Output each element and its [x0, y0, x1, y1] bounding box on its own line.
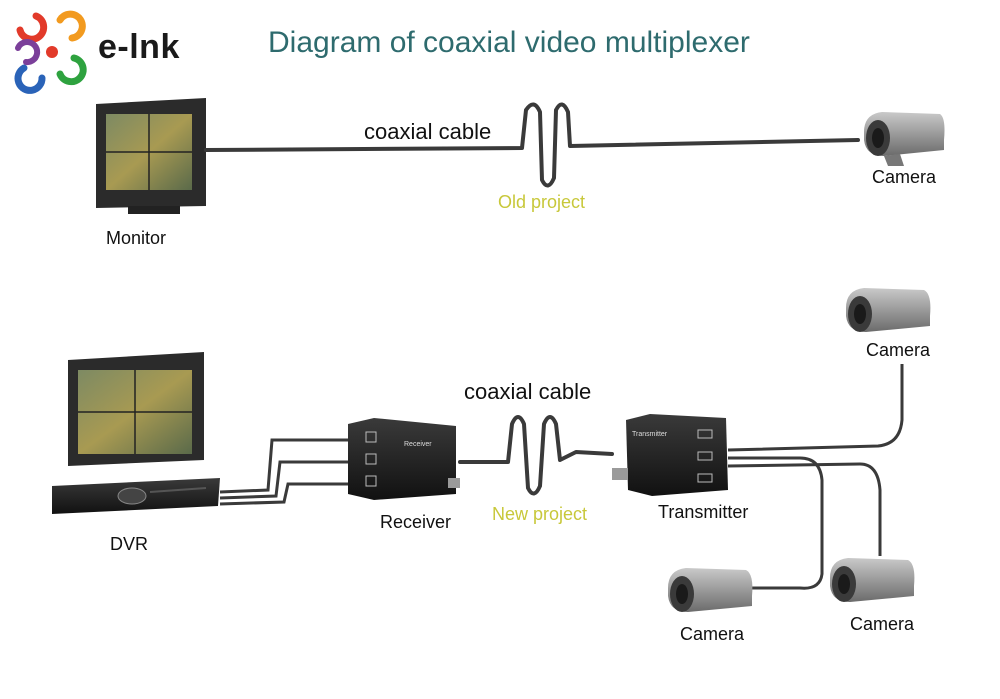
camera-icon [846, 288, 931, 332]
monitor-icon [68, 352, 204, 466]
transmitter-box-icon [612, 414, 728, 496]
transmitter-device-text: Transmitter [632, 431, 668, 438]
dvr-receiver-cables [219, 438, 348, 506]
camera-icon [864, 112, 945, 166]
transmitter-camera-cables [727, 364, 904, 590]
camera-label: Camera [680, 624, 745, 644]
camera-label: Camera [850, 614, 915, 634]
monitor-label: Monitor [106, 228, 167, 248]
transmitter-label: Transmitter [658, 502, 749, 522]
receiver-device-text: Receiver [404, 441, 432, 448]
brand-name: e-lnk [98, 28, 180, 66]
page-title: Diagram of coaxial video multiplexer [268, 26, 750, 59]
camera-icon [830, 558, 915, 602]
monitor-icon [96, 98, 206, 214]
cable-coil-icon [204, 102, 860, 188]
camera-icon [668, 568, 753, 612]
new-project-label: New project [492, 504, 588, 524]
coaxial-cable-label: coaxial cable [364, 119, 492, 144]
old-project-label: Old project [498, 192, 586, 212]
dvr-icon [52, 478, 220, 514]
receiver-label: Receiver [380, 512, 452, 532]
camera-label: Camera [866, 340, 931, 360]
coaxial-cable-label: coaxial cable [464, 379, 592, 404]
dvr-label: DVR [110, 534, 149, 554]
company-logo [14, 10, 87, 94]
receiver-box-icon [348, 418, 460, 500]
cable-coil-icon [458, 415, 614, 496]
camera-label: Camera [872, 167, 937, 187]
